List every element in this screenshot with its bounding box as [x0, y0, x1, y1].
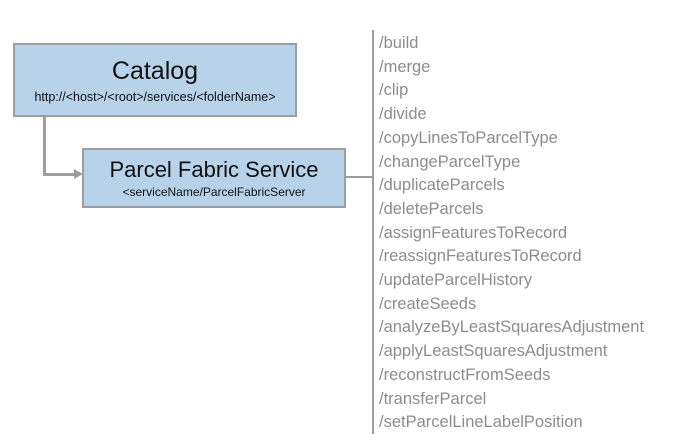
- operation-item[interactable]: /applyLeastSquaresAdjustment: [379, 342, 608, 361]
- operation-item[interactable]: /setParcelLineLabelPosition: [379, 413, 583, 432]
- node-catalog-title: Catalog: [111, 57, 199, 85]
- operations-list: /build/merge/clip/divide/copyLinesToParc…: [379, 32, 684, 435]
- operation-item[interactable]: /reconstructFromSeeds: [379, 365, 551, 384]
- node-parcel-fabric-service[interactable]: Parcel Fabric Service <serviceName/Parce…: [82, 148, 346, 208]
- operation-item[interactable]: /analyzeByLeastSquaresAdjustment: [379, 318, 645, 337]
- operation-item[interactable]: /clip: [379, 81, 409, 100]
- operation-item[interactable]: /assignFeaturesToRecord: [379, 223, 568, 242]
- node-catalog[interactable]: Catalog http://<host>/<root>/services/<f…: [13, 43, 297, 117]
- operation-item[interactable]: /duplicateParcels: [379, 176, 505, 195]
- operation-item[interactable]: /merge: [379, 57, 431, 76]
- operation-item[interactable]: /copyLinesToParcelType: [379, 128, 558, 147]
- node-service-subtitle: <serviceName/ParcelFabricServer: [122, 185, 306, 199]
- operation-item[interactable]: /updateParcelHistory: [379, 271, 533, 290]
- node-service-title: Parcel Fabric Service: [109, 157, 319, 182]
- operation-item[interactable]: /transferParcel: [379, 389, 487, 408]
- operation-item[interactable]: /reassignFeaturesToRecord: [379, 247, 582, 266]
- operation-item[interactable]: /createSeeds: [379, 294, 477, 313]
- operations-divider: [372, 30, 374, 434]
- operation-item[interactable]: /changeParcelType: [379, 152, 521, 171]
- connector-arrowhead-icon: [74, 169, 83, 179]
- operation-item[interactable]: /build: [379, 34, 419, 52]
- connector-catalog-vertical: [43, 116, 46, 176]
- connector-service-to-operations: [346, 176, 374, 178]
- operation-item[interactable]: /divide: [379, 105, 427, 124]
- connector-catalog-horizontal: [43, 173, 76, 176]
- operation-item[interactable]: /deleteParcels: [379, 199, 484, 218]
- node-catalog-subtitle: http://<host>/<root>/services/<folderNam…: [34, 90, 276, 104]
